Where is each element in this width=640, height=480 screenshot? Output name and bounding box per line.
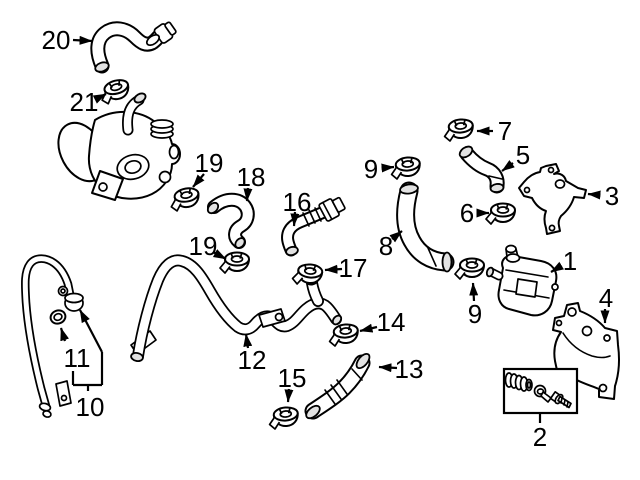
callout-7-clamp: 7 xyxy=(476,116,512,146)
callout-label-19: 19 xyxy=(189,231,218,261)
callout-10-pipe: 10 xyxy=(71,309,105,422)
callout-arrow xyxy=(389,230,403,243)
callout-19-clamp: 19 xyxy=(189,231,227,261)
callout-arrow xyxy=(92,93,107,104)
callout-11-seal-ring: 11 xyxy=(59,327,91,373)
callout-arrow xyxy=(212,249,227,260)
callout-arrow xyxy=(72,35,93,45)
callout-9-clamp: 9 xyxy=(468,282,482,329)
callout-label-13: 13 xyxy=(395,354,424,384)
clamp-15 xyxy=(267,405,300,431)
callout-arrow xyxy=(324,264,343,274)
callout-2-fastener-kit: 2 xyxy=(533,413,547,452)
clamp-6 xyxy=(485,202,516,225)
callout-label-17: 17 xyxy=(339,253,368,283)
callout-arrow xyxy=(550,261,565,273)
callout-label-2: 2 xyxy=(533,422,547,452)
callout-16-hose: 16 xyxy=(283,187,312,227)
callout-21-clamp: 21 xyxy=(70,87,107,117)
clamp-9b xyxy=(454,257,485,280)
callout-label-9: 9 xyxy=(364,154,378,184)
callout-arrow xyxy=(381,163,395,173)
hose-13 xyxy=(304,352,371,420)
callout-arrow xyxy=(501,160,515,172)
callout-label-1: 1 xyxy=(563,246,577,276)
callout-label-7: 7 xyxy=(498,116,512,146)
callout-15-clamp: 15 xyxy=(278,363,307,403)
callout-label-16: 16 xyxy=(283,187,312,217)
hardware-kit-2 xyxy=(502,367,579,415)
callout-label-5: 5 xyxy=(516,140,530,170)
callout-label-14: 14 xyxy=(377,307,406,337)
callout-arrow xyxy=(378,363,398,373)
callout-19-clamp: 19 xyxy=(192,148,224,188)
bracket-3 xyxy=(518,163,587,235)
callout-4-bracket: 4 xyxy=(599,283,613,324)
callout-label-6: 6 xyxy=(460,198,474,228)
clamp-9a xyxy=(389,155,422,181)
callout-arrow xyxy=(359,323,378,333)
callout-8-hose: 8 xyxy=(379,230,403,261)
hose-8 xyxy=(396,181,455,273)
callout-13-hose: 13 xyxy=(378,354,424,384)
callout-arrow xyxy=(59,327,69,342)
callout-arrow xyxy=(79,309,103,353)
water-pump-assembly xyxy=(57,92,181,201)
callout-label-9: 9 xyxy=(468,299,482,329)
auxiliary-pump-1 xyxy=(485,244,559,317)
callout-arrow xyxy=(587,190,601,200)
clamp-19b xyxy=(219,251,250,274)
callout-17-clamp: 17 xyxy=(324,253,368,283)
callout-label-20: 20 xyxy=(42,25,71,55)
callout-label-18: 18 xyxy=(237,162,266,192)
callout-arrow xyxy=(243,333,253,349)
callout-arrow xyxy=(192,173,205,188)
callout-label-12: 12 xyxy=(238,345,267,375)
callout-12-hose: 12 xyxy=(238,333,267,375)
clamp-17 xyxy=(291,262,324,288)
callout-arrow xyxy=(243,187,253,202)
clamp-21 xyxy=(97,76,133,107)
callout-arrow xyxy=(284,388,294,403)
callout-14-clamp: 14 xyxy=(359,307,406,337)
callout-18-hose: 18 xyxy=(237,162,266,202)
clamp-7 xyxy=(442,117,475,143)
hose-18 xyxy=(206,192,255,249)
callout-label-3: 3 xyxy=(605,181,619,211)
clamp-19a xyxy=(167,185,202,213)
hose-20 xyxy=(90,21,177,74)
callout-label-19: 19 xyxy=(195,148,224,178)
callout-1-pump: 1 xyxy=(550,246,577,276)
callout-layer: 20 21 19 18 16 19 17 9 8 75 6 3 9 14 14 13 15 12 11 10 2 xyxy=(42,25,620,452)
callout-6-clamp: 6 xyxy=(460,198,490,228)
callout-label-15: 15 xyxy=(278,363,307,393)
callout-label-4: 4 xyxy=(599,283,613,313)
clamp-14 xyxy=(327,322,360,348)
callout-arrow xyxy=(290,211,300,227)
callout-5-hose: 5 xyxy=(501,140,530,172)
coolant-pipe-10 xyxy=(20,254,84,418)
callout-label-21: 21 xyxy=(70,87,99,117)
hose-12-assembly xyxy=(130,254,343,363)
callout-9-clamp: 9 xyxy=(364,154,395,184)
callout-label-11: 11 xyxy=(64,343,91,373)
callout-label-8: 8 xyxy=(379,231,393,261)
callout-20-hose: 20 xyxy=(42,25,93,55)
callout-arrow xyxy=(469,282,479,302)
callout-3-bracket: 3 xyxy=(587,181,619,211)
callout-label-10: 10 xyxy=(76,392,105,422)
hose-5 xyxy=(458,145,505,194)
o-ring-11 xyxy=(49,309,67,325)
